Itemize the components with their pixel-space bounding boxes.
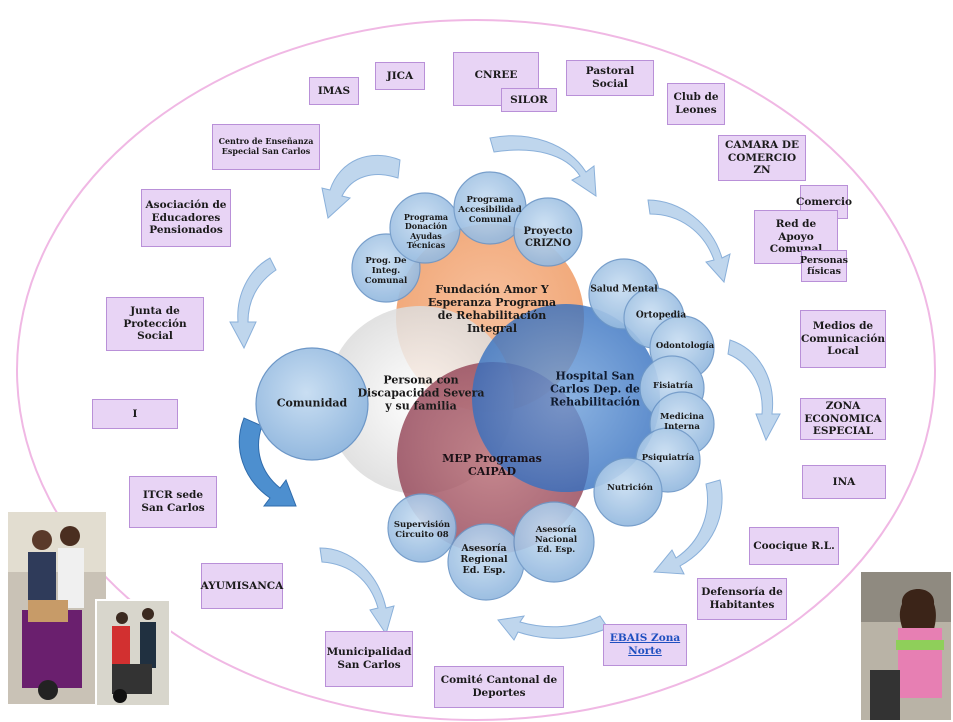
box-comercio-label: Comercio	[795, 195, 853, 208]
box-jica: JICA	[375, 62, 425, 90]
box-ayumisanca-label: AYUMISANCA	[200, 579, 284, 592]
label-hospital: Hospital San Carlos Dep. de Rehabilitaci…	[550, 369, 640, 409]
box-itcr: ITCR sede San Carlos	[129, 476, 217, 528]
label-nutricion: Nutrición	[607, 482, 653, 493]
box-i-label: I	[132, 407, 138, 420]
label-comunidad: Comunidad	[276, 396, 348, 410]
box-comite-deportes: Comité Cantonal de Deportes	[434, 666, 564, 708]
label-prog-accesibilidad: Programa Accesibilidad Comunal	[458, 194, 522, 226]
box-medios: Medios de Comunicación Local	[800, 310, 886, 368]
box-imas-label: IMAS	[317, 84, 351, 97]
satellite-circles	[351, 171, 715, 601]
arrow-right-middle	[727, 339, 781, 442]
arrow-left-upper	[229, 257, 277, 350]
box-silor: SILOR	[501, 88, 557, 112]
box-ebais-link[interactable]: EBAIS Zona Norte	[609, 632, 681, 657]
box-junta-proteccion: Junta de Protección Social	[106, 297, 204, 351]
label-salud-mental: Salud Mental	[590, 284, 658, 295]
box-club-leones-label: Club de Leones	[673, 91, 719, 116]
photo-left-inset	[95, 599, 171, 707]
arrow-bottom-right	[497, 615, 609, 641]
box-imas: IMAS	[309, 77, 359, 105]
label-supervision: Supervisión Circuito 08	[393, 519, 451, 540]
box-municipalidad: Municipalidad San Carlos	[325, 631, 413, 687]
box-centro-ensenanza: Centro de Enseñanza Especial San Carlos	[212, 124, 320, 170]
arrow-top	[489, 135, 597, 197]
box-club-leones: Club de Leones	[667, 83, 725, 125]
box-personas-fisicas-label: Personas físicas	[799, 254, 849, 277]
box-zona-economica-label: ZONA ECONOMICA ESPECIAL	[804, 400, 882, 438]
label-mep: MEP Programas CAIPAD	[442, 452, 542, 478]
label-fundacion: Fundación Amor Y Esperanza Programa de R…	[427, 283, 557, 335]
box-ebais[interactable]: EBAIS Zona Norte	[603, 624, 687, 666]
label-proyecto-crizno: Proyecto CRIZNO	[523, 226, 573, 249]
label-persona: Persona con Discapacidad Severa y su fam…	[357, 373, 485, 413]
label-odontologia: Odontología	[655, 340, 715, 351]
box-pastoral-social: Pastoral Social	[566, 60, 654, 96]
circle-comunidad	[255, 347, 369, 461]
label-psiquiatria: Psiquiatría	[641, 452, 695, 463]
box-ina: INA	[802, 465, 886, 499]
box-asociacion-educadores: Asociación de Educadores Pensionados	[141, 189, 231, 247]
label-prog-integ: Prog. De Integ. Comunal	[364, 255, 408, 287]
box-silor-label: SILOR	[510, 93, 548, 106]
box-camara-comercio: CAMARA DE COMERCIO ZN	[718, 135, 806, 181]
box-ayumisanca: AYUMISANCA	[201, 563, 283, 609]
arrow-top-left	[321, 155, 401, 219]
circle-hospital	[472, 304, 660, 492]
photo-right	[861, 572, 951, 720]
label-ortopedia: Ortopedia	[635, 310, 687, 321]
label-asesoria-regional: Asesoría Regional Ed. Esp.	[460, 543, 508, 577]
box-junta-proteccion-label: Junta de Protección Social	[123, 305, 187, 343]
box-pastoral-social-label: Pastoral Social	[585, 65, 635, 90]
arrows	[229, 135, 781, 641]
box-coocique: Coocique R.L.	[749, 527, 839, 565]
photo-left	[8, 512, 106, 704]
label-medicina-interna: Medicina Interna	[659, 411, 705, 432]
box-coocique-label: Coocique R.L.	[753, 539, 835, 552]
box-municipalidad-label: Municipalidad San Carlos	[326, 646, 412, 671]
box-jica-label: JICA	[386, 69, 414, 82]
label-fisiatria: Fisiatría	[653, 380, 693, 391]
box-i: I	[92, 399, 178, 429]
arrow-right-lower	[652, 479, 723, 575]
box-cnree-label: CNREE	[474, 69, 518, 81]
box-ina-label: INA	[832, 475, 856, 488]
box-personas-fisicas: Personas físicas	[799, 250, 849, 282]
arrow-right-upper	[647, 199, 731, 284]
box-zona-economica: ZONA ECONOMICA ESPECIAL	[800, 398, 886, 440]
box-camara-comercio-label: CAMARA DE COMERCIO ZN	[725, 139, 799, 177]
box-medios-label: Medios de Comunicación Local	[801, 320, 885, 358]
box-centro-ensenanza-label: Centro de Enseñanza Especial San Carlos	[218, 136, 314, 156]
box-defensoria: Defensoría de Habitantes	[697, 578, 787, 620]
label-prog-donacion: Programa Donación Ayudas Técnicas	[403, 212, 449, 251]
label-asesoria-nacional: Asesoría Nacional Ed. Esp.	[534, 524, 578, 556]
arrow-left-dark	[238, 417, 297, 507]
box-itcr-label: ITCR sede San Carlos	[141, 489, 205, 514]
box-defensoria-label: Defensoría de Habitantes	[701, 586, 783, 611]
box-comite-deportes-label: Comité Cantonal de Deportes	[440, 674, 558, 699]
box-asociacion-educadores-label: Asociación de Educadores Pensionados	[145, 199, 227, 237]
